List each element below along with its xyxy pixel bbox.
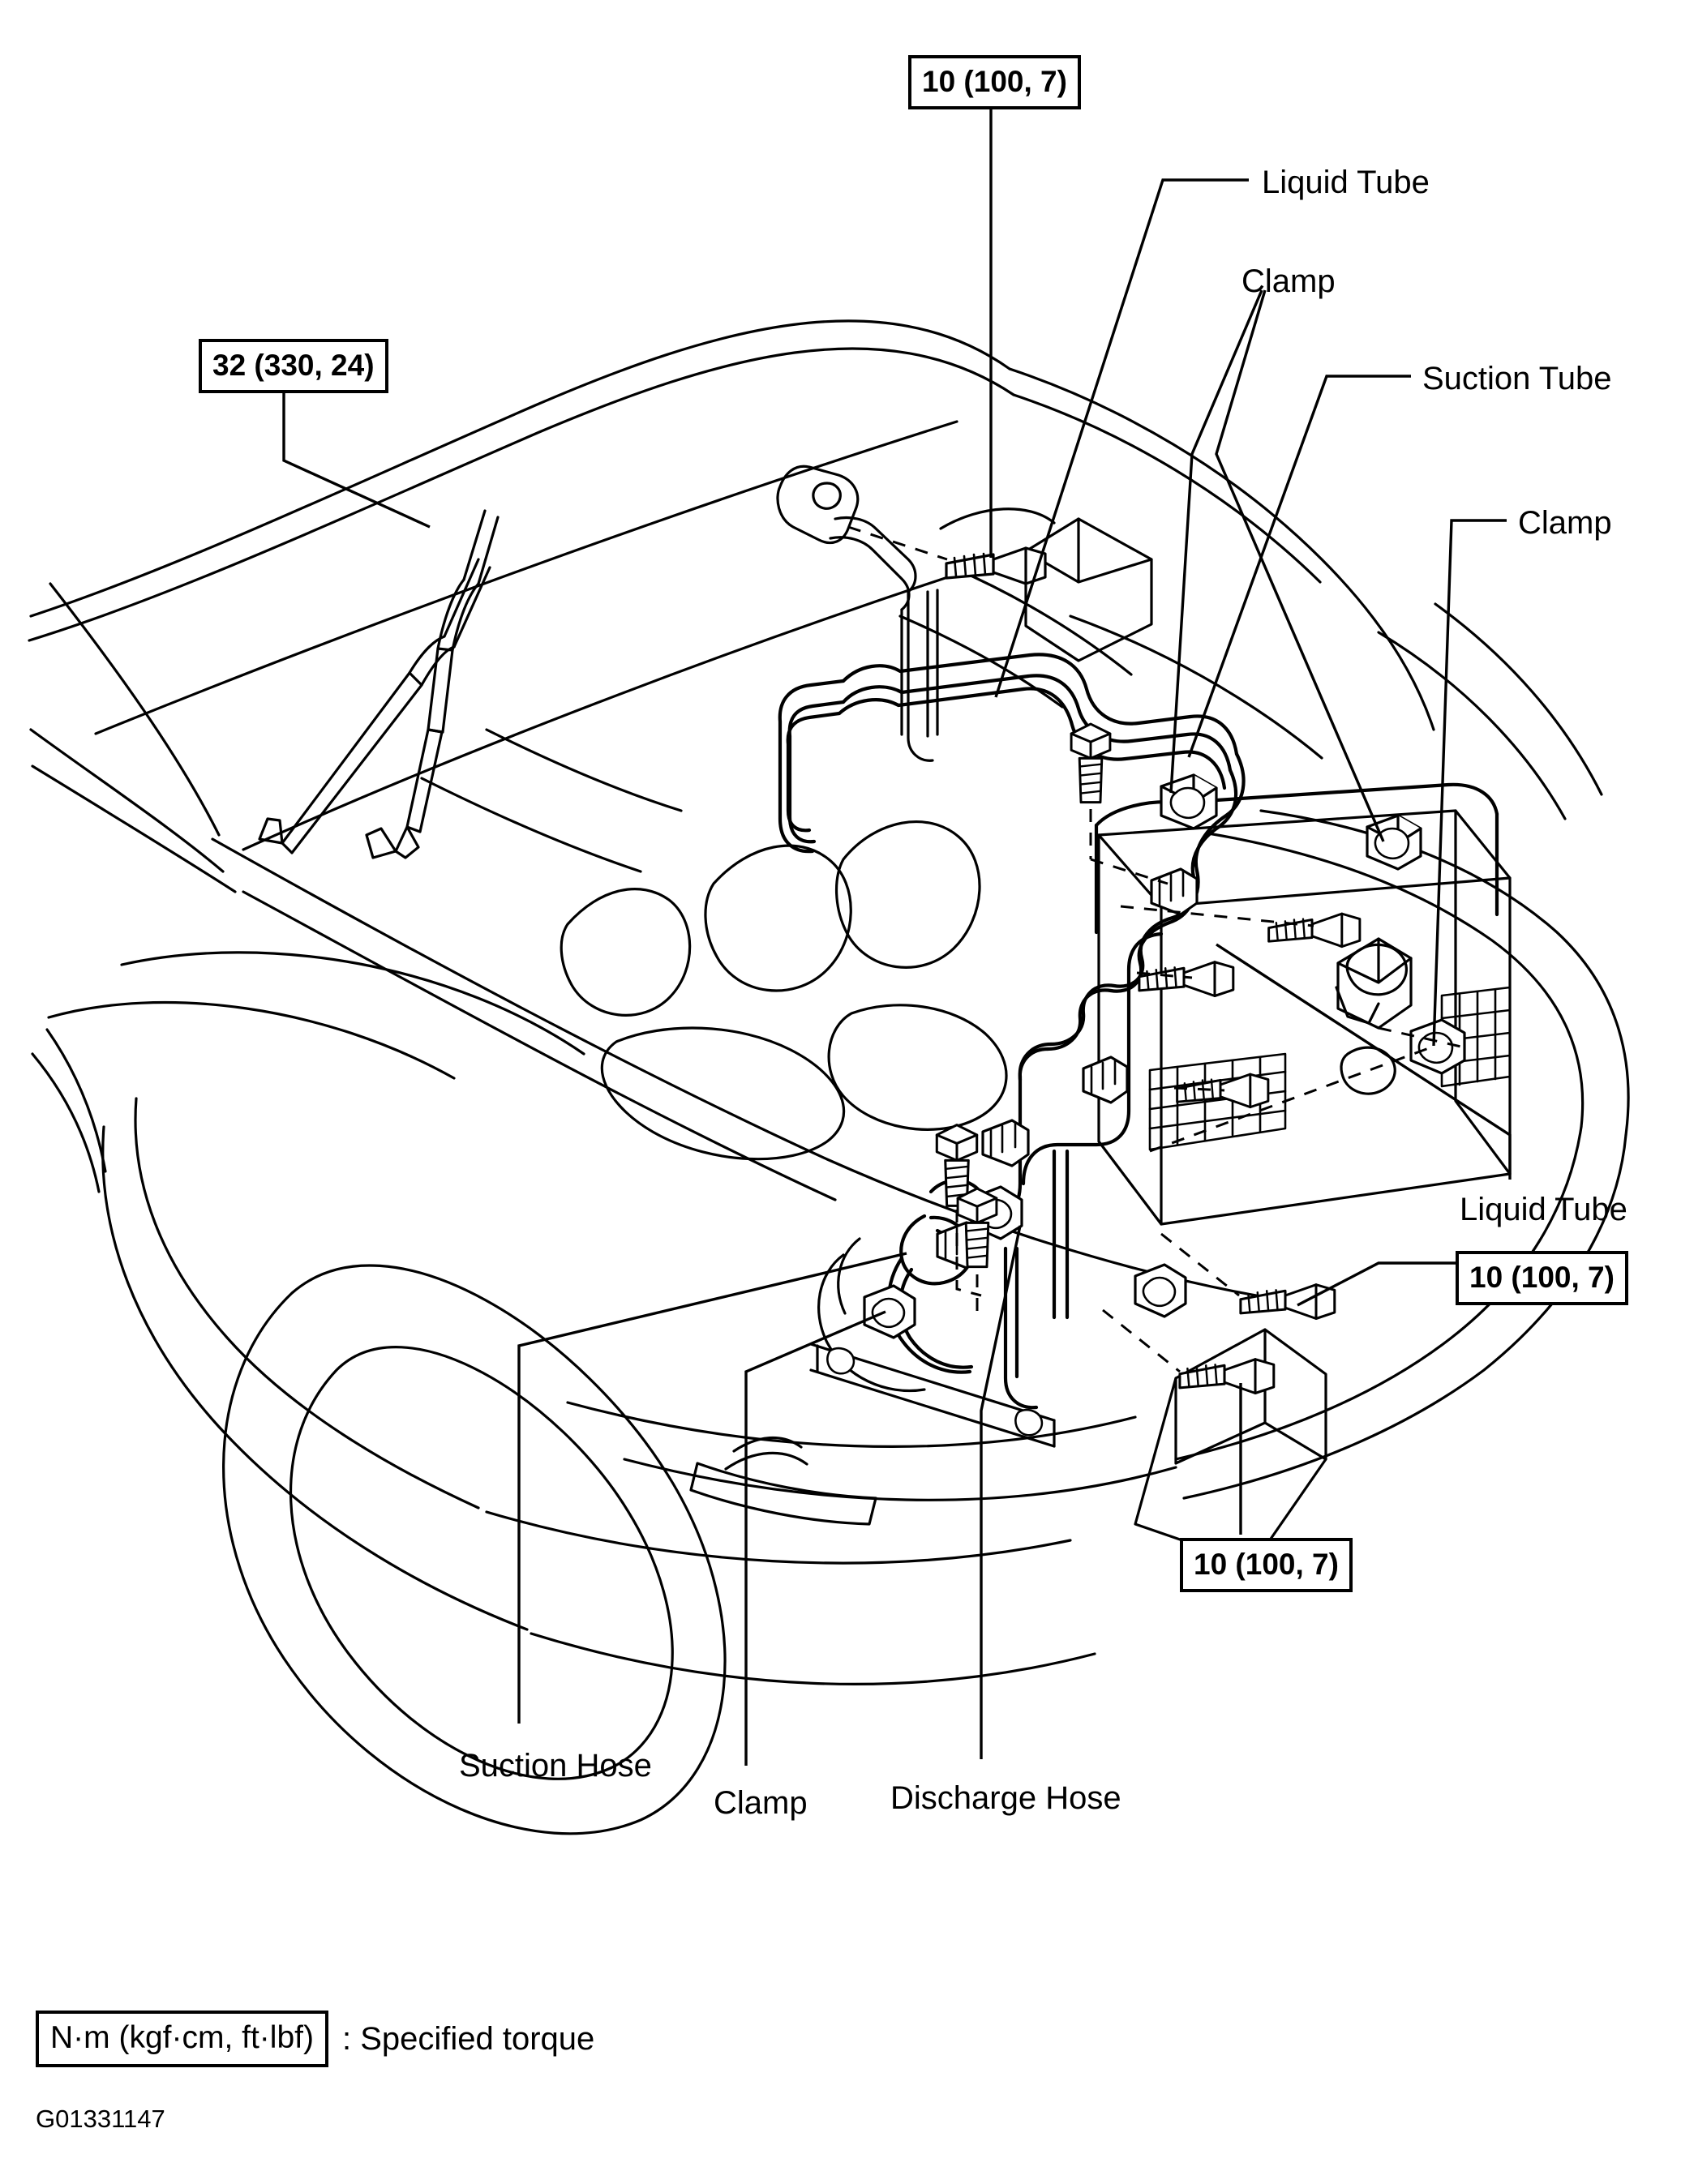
leader-clamp-top-b [1215,289,1385,842]
leader-lines [282,104,1512,1766]
torque-legend: N·m (kgf·cm, ft·lbf) : Specified torque [36,2011,594,2067]
callout-liquid-tube-bottom: Liquid Tube [1460,1192,1627,1227]
callout-clamp-top: Clamp [1241,263,1336,299]
torque-spec-upper-left: 32 (330, 24) [199,339,388,393]
fastener-bolts [935,546,1362,1395]
leader-discharge-hose [980,1225,1022,1759]
leader-torque-upper-left [282,381,431,529]
leader-liquid-tube-top [994,178,1249,698]
clamps-and-fittings [776,465,1466,1448]
torque-legend-unit-box: N·m (kgf·cm, ft·lbf) [36,2011,328,2067]
torque-legend-description: : Specified torque [341,2021,595,2057]
leader-clamp-bottom [744,1310,886,1766]
figure-id-label: G01331147 [36,2105,165,2133]
leader-suction-tube [1187,375,1411,758]
torque-spec-right-liquid-tube: 10 (100, 7) [1456,1251,1628,1305]
callout-clamp-bottom: Clamp [714,1785,808,1821]
condenser-assembly [1094,782,1512,1226]
leader-torque-right [1297,1261,1456,1307]
leader-liquid-tube-bottom [1216,943,1512,1180]
leader-suction-hose [517,1252,907,1724]
callout-liquid-tube-top: Liquid Tube [1262,165,1430,200]
assembly-centerlines [847,525,1465,1373]
torque-spec-bottom-right: 10 (100, 7) [1180,1538,1353,1592]
callout-suction-hose: Suction Hose [459,1748,652,1784]
callout-discharge-hose: Discharge Hose [890,1780,1121,1816]
leader-clamp-top-a [1169,289,1263,794]
wiper-arms [258,509,808,1471]
leader-clamp-right [1432,519,1507,1047]
vehicle-body-outline [28,319,1630,1835]
refrigerant-tubes [778,653,1246,1410]
callout-clamp-right: Clamp [1518,505,1612,541]
torque-spec-top-center: 10 (100, 7) [908,55,1081,109]
callout-suction-tube: Suction Tube [1422,361,1612,396]
engine-bay-structures [560,507,1153,1161]
